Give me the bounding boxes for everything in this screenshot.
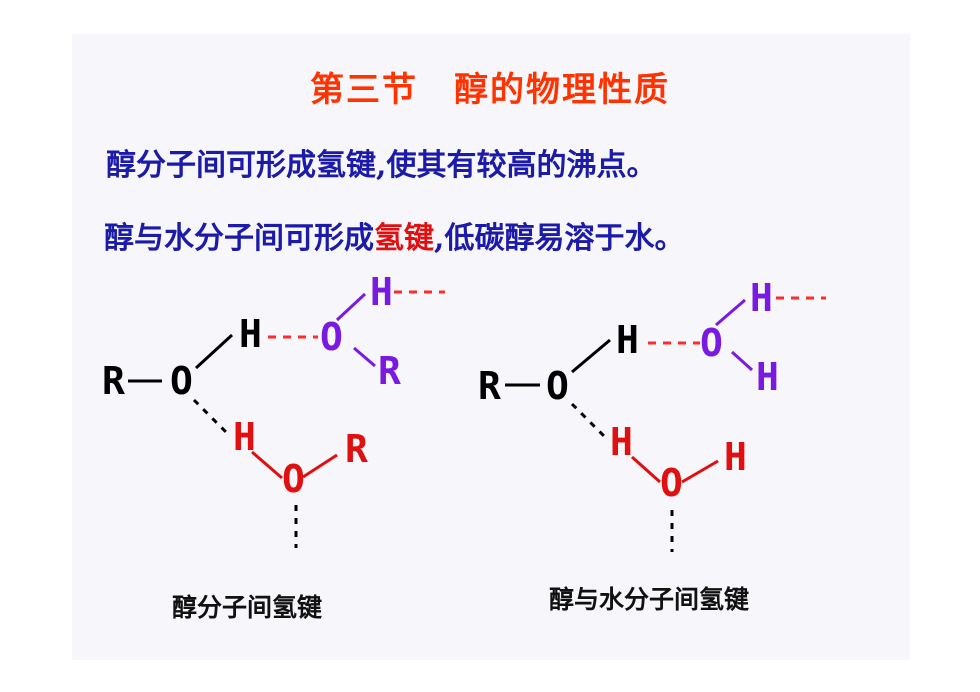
atom-r: R xyxy=(102,359,125,403)
hydrogen-bond-highlight: 氢键 xyxy=(374,221,434,256)
atom-h-red: H xyxy=(610,420,633,464)
bond-o-r-red xyxy=(302,453,338,479)
atom-h: H xyxy=(239,312,262,356)
bond-o-h xyxy=(571,338,611,374)
atom-o-purple: O xyxy=(700,321,723,365)
page-title: 第三节醇的物理性质 xyxy=(0,62,980,111)
hbond-o-h-down xyxy=(192,398,228,434)
statement-solubility: 醇与水分子间可形成氢键,低碳醇易溶于水。 xyxy=(104,213,684,257)
atom-r: R xyxy=(478,364,501,408)
atom-h2-purple: H xyxy=(756,355,779,399)
statement-part-2: ,低碳醇易溶于水。 xyxy=(434,221,685,256)
slide-background xyxy=(72,34,910,660)
atom-o: O xyxy=(170,359,193,403)
bond-o-h xyxy=(194,333,234,370)
atom-r-purple: R xyxy=(378,349,401,393)
atom-o-purple: O xyxy=(320,315,343,359)
bond-h-o-red xyxy=(251,450,283,480)
diagram-alcohol-water: R O H O H H H O H xyxy=(478,276,826,552)
atom-r-red: R xyxy=(345,427,368,471)
caption-alcohol-water: 醇与水分子间氢键 xyxy=(549,585,750,614)
section-label: 第三节 xyxy=(310,70,418,110)
bond-h-o-red xyxy=(631,455,661,484)
statement-boiling-point: 醇分子间可形成氢键,使其有较高的沸点。 xyxy=(106,148,657,183)
bond-o-h-purple xyxy=(715,298,746,327)
bond-o-h-purple xyxy=(335,292,367,322)
atom-h2-red: H xyxy=(724,435,747,479)
atom-h-purple: H xyxy=(750,276,773,320)
atom-o-red: O xyxy=(282,457,305,501)
caption-alcohol-alcohol: 醇分子间氢键 xyxy=(172,593,323,622)
bond-o-h2-red xyxy=(681,459,719,484)
section-topic: 醇的物理性质 xyxy=(454,70,670,110)
atom-h-purple: H xyxy=(370,270,393,314)
atom-h-red: H xyxy=(233,415,256,459)
diagram-alcohol-alcohol: R O H O H R H O R xyxy=(102,270,445,548)
atom-o-red: O xyxy=(660,461,683,505)
statement-part-1: 醇与水分子间可形成 xyxy=(104,221,374,256)
bond-o-r-purple xyxy=(353,346,376,368)
atom-h: H xyxy=(616,318,639,362)
atom-o: O xyxy=(546,364,569,408)
hbond-o-h-down xyxy=(570,402,606,438)
bond-o-h2-purple xyxy=(730,350,754,372)
